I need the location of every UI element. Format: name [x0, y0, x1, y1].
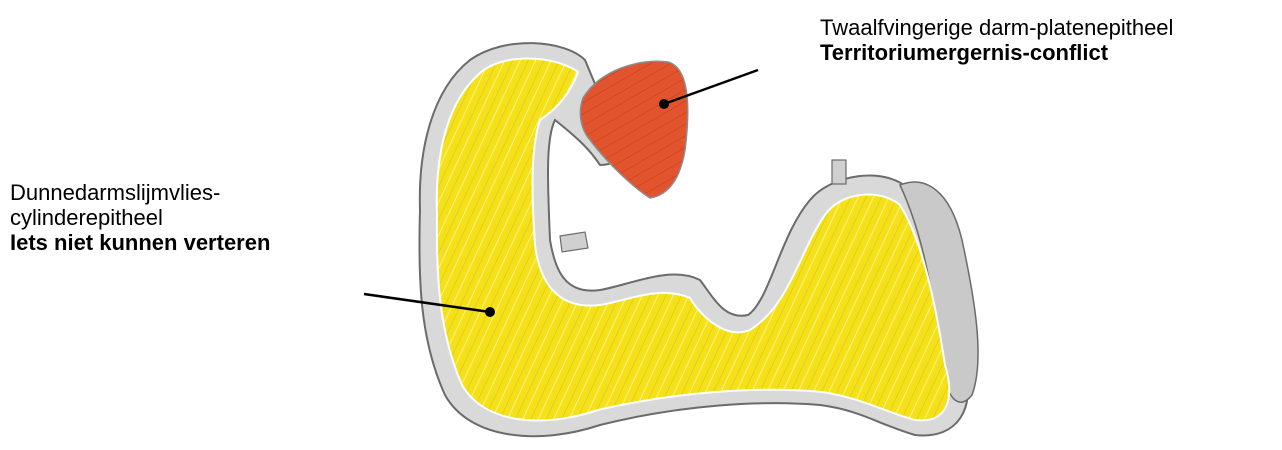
small-intestine-tissue-line1: Dunnedarmslijmvlies- [10, 180, 270, 205]
small-intestine-tissue-line2: cylinderepitheel [10, 205, 270, 230]
small-intestine-label: Dunnedarmslijmvlies- cylinderepitheel Ie… [10, 180, 270, 255]
duodenum-conflict: Territoriumergernis-conflict [820, 40, 1173, 65]
small-intestine-mucosa [437, 59, 949, 421]
duodenal-bulb [580, 61, 687, 198]
vessel-stub-top [832, 160, 846, 184]
small-intestine-conflict: Iets niet kunnen verteren [10, 230, 270, 255]
pointer-dot-right [659, 99, 669, 109]
vessel-stub-left [560, 232, 588, 252]
pointer-dot-left [485, 307, 495, 317]
duodenum-label: Twaalfvingerige darm-platenepitheel Terr… [820, 15, 1173, 65]
duodenum-tissue: Twaalfvingerige darm-platenepitheel [820, 15, 1173, 40]
